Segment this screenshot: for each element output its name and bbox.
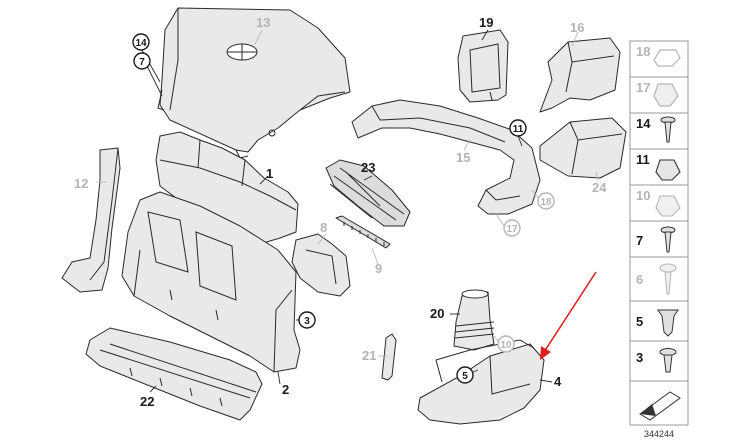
sidebar-num-14: 14 [636,116,651,131]
callout-4: 4 [554,374,562,389]
part-16-duct [539,37,621,113]
sidebar-num-6: 6 [636,272,643,287]
callout-19: 19 [479,15,493,30]
callout-14: 14 [135,38,147,49]
screw-icon-14 [660,116,676,143]
part-13-engine-cover [157,7,351,159]
callout-7: 7 [139,57,145,68]
sidebar-num-17: 17 [636,80,650,95]
part-22-lower-panel [85,327,263,421]
part-19-bracket [457,29,509,103]
callout-2: 2 [282,382,289,397]
clip-icon [653,83,679,107]
callout-21: 21 [362,348,376,363]
pointer-symbol-icon [639,391,681,421]
callout-10: 10 [500,340,512,351]
callout-16: 16 [570,20,584,35]
callout-17: 17 [506,224,518,235]
callout-5: 5 [462,371,468,382]
callout-12: 12 [74,176,88,191]
callouts: 13 14 7 19 16 11 15 24 23 1 12 18 17 8 9… [74,15,607,409]
part-9-seal-strip [335,215,391,249]
part-23-grille [325,159,411,227]
nut-clip-icon-10 [655,195,681,217]
callout-15: 15 [456,150,470,165]
callout-1: 1 [266,166,273,181]
callout-13: 13 [256,15,270,30]
part-8-side-duct [291,233,351,297]
nut-clip-icon-11 [655,159,681,181]
sidebar-num-10: 10 [636,188,650,203]
grommet-icon [653,49,681,67]
callout-11: 11 [513,124,524,135]
part-24-box [539,117,627,179]
part-21-small-bracket [381,333,397,381]
sidebar-num-5: 5 [636,314,643,329]
part-2-radiator-support [121,191,301,373]
callout-24: 24 [592,180,607,195]
red-arrow-indicator [540,271,597,360]
part-4-lower-air-duct [417,339,545,425]
callout-18: 18 [540,197,552,208]
part-15-air-duct [351,99,541,215]
callout-23: 23 [361,160,375,175]
sidebar-num-3: 3 [636,350,643,365]
callout-3: 3 [304,316,310,327]
push-pin-icon-3 [659,348,677,373]
part-20-hose [453,289,495,351]
reference-number: 344244 [644,429,674,439]
callout-20: 20 [430,306,444,321]
callout-8: 8 [320,220,327,235]
part-12-side-strut [61,147,121,293]
sidebar-num-18: 18 [636,44,650,59]
expansion-rivet-icon-5 [657,309,679,337]
sidebar-num-7: 7 [636,233,643,248]
sidebar-num-11: 11 [636,152,650,167]
callout-22: 22 [140,394,154,409]
screw-icon-6 [659,263,677,295]
callout-9: 9 [375,261,382,276]
screw-icon-7 [660,226,676,253]
fastener-legend: 18 17 14 11 10 7 6 5 3 [629,40,689,439]
